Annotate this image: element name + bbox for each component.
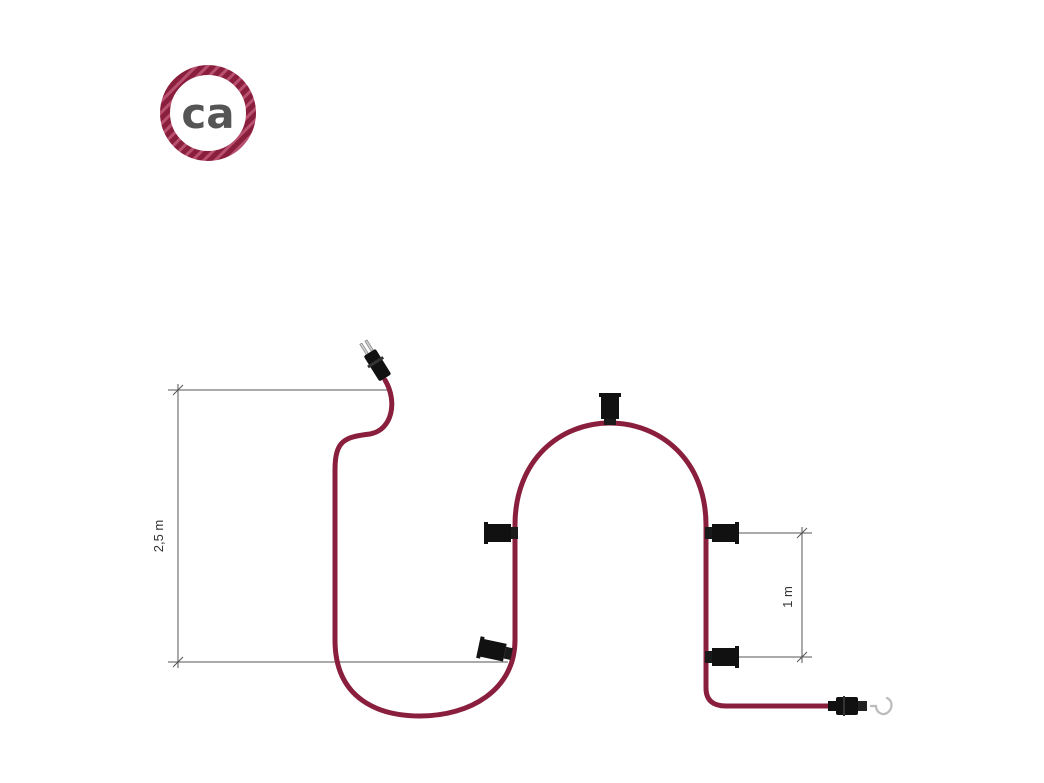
logo-text: ca [181,89,234,138]
socket-icon [484,522,518,544]
brand-logo: ca [160,65,256,161]
textile-cable [332,377,835,719]
dimension-drop-length [168,384,508,668]
plug-icon [359,339,391,381]
logo-rope-ring [160,65,256,161]
socket-icon [705,522,739,544]
dimension-socket-spacing [712,527,812,663]
socket-icon [705,646,739,668]
hook-icon [869,696,893,716]
socket-icon [599,393,621,425]
dimension-socket-spacing-label: 1 m [780,586,795,608]
dimension-drop-length-label: 2,5 m [151,520,166,553]
female-connector-icon [828,696,867,716]
socket-icon [476,636,513,662]
